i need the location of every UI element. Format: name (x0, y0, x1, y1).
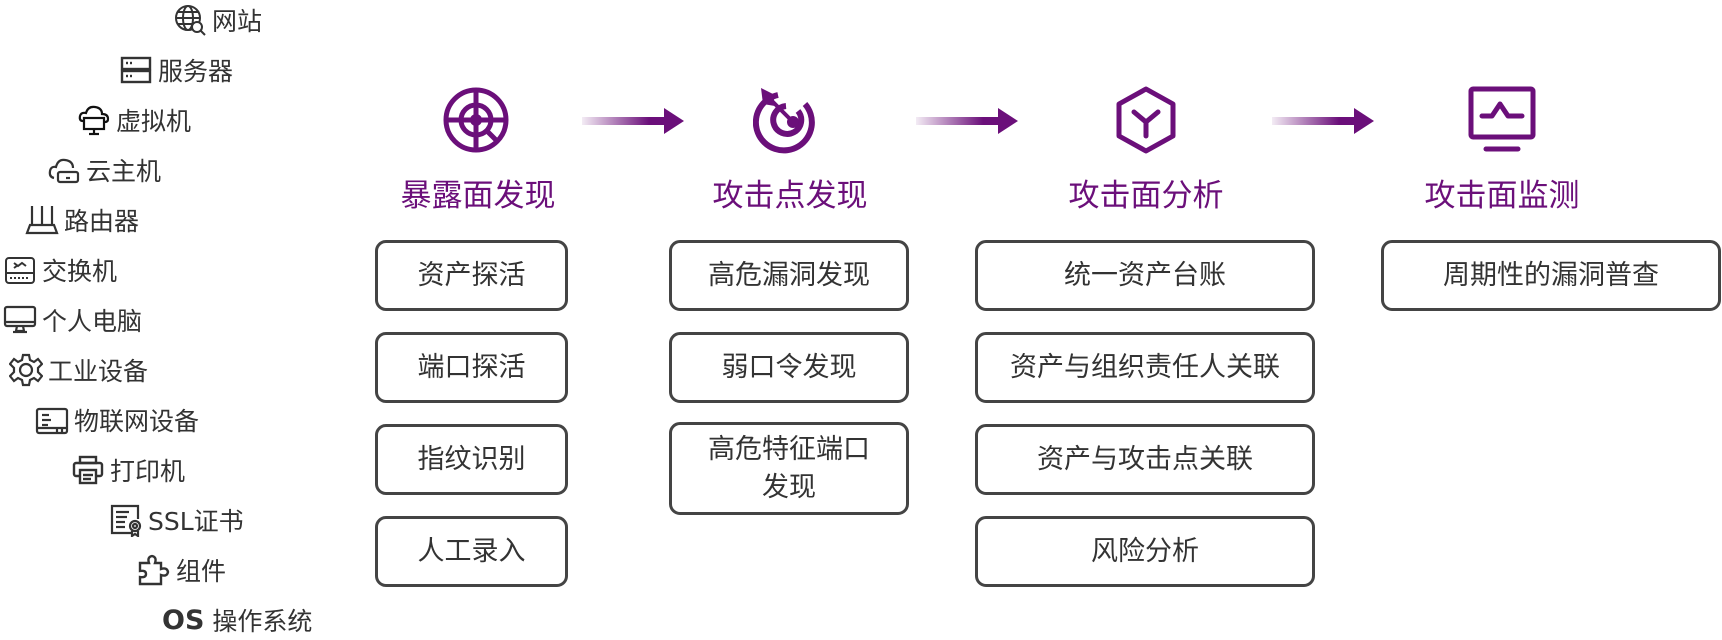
asset-item-printer: 打印机 (70, 450, 185, 490)
switch-icon (2, 252, 38, 288)
asset-item-pc: 个人电脑 (2, 300, 142, 340)
asset-label: 路由器 (64, 207, 140, 236)
asset-label: 网站 (212, 7, 263, 36)
server-icon (118, 52, 154, 88)
asset-item-industrial: 工业设备 (8, 350, 148, 390)
monitor-icon (2, 302, 38, 338)
feature-box: 资产与攻击点关联 (975, 424, 1315, 495)
feature-box: 统一资产台账 (975, 240, 1315, 311)
cloud-host-icon (46, 152, 82, 188)
globe-search-icon (172, 2, 208, 38)
stage-title-analysis: 攻击面分析 (1068, 178, 1224, 214)
router-icon (24, 202, 60, 238)
stage-title-monitoring: 攻击面监测 (1424, 178, 1580, 214)
asset-item-switch: 交换机 (2, 250, 117, 290)
printer-icon (70, 452, 106, 488)
certificate-icon (108, 502, 144, 538)
asset-label: 虚拟机 (116, 107, 192, 136)
asset-label: 个人电脑 (42, 307, 143, 336)
asset-label: 打印机 (110, 457, 186, 486)
hexagon-y-icon (1116, 86, 1176, 154)
flow-arrow (916, 108, 1018, 134)
monitor-pulse-icon (1468, 86, 1536, 152)
feature-box: 风险分析 (975, 516, 1315, 587)
feature-box: 高危漏洞发现 (669, 240, 909, 311)
feature-box: 端口探活 (375, 332, 568, 403)
flow-arrow (1272, 108, 1374, 134)
iot-device-icon (34, 402, 70, 438)
feature-box: 资产探活 (375, 240, 568, 311)
asset-item-iot: 物联网设备 (34, 400, 199, 440)
asset-item-router: 路由器 (24, 200, 139, 240)
asset-label: 组件 (176, 557, 227, 586)
feature-box: 高危特征端口 发现 (669, 422, 909, 515)
asset-label: 服务器 (158, 57, 234, 86)
asset-item-component: 组件 (136, 550, 226, 590)
asset-label: 操作系统 (212, 607, 313, 636)
feature-box: 人工录入 (375, 516, 568, 587)
stage-title-attack-point: 攻击点发现 (712, 178, 868, 214)
os-text-icon: OS (162, 604, 205, 636)
radar-target-icon (443, 87, 509, 153)
asset-item-website: 网站 (172, 0, 262, 40)
feature-box: 弱口令发现 (669, 332, 909, 403)
asset-item-server: 服务器 (118, 50, 233, 90)
gear-icon (8, 352, 44, 388)
stage-title-exposure: 暴露面发现 (400, 178, 556, 214)
asset-item-ssl: SSL证书 (108, 500, 244, 540)
flow-arrow (582, 108, 684, 134)
asset-item-vm: 虚拟机 (76, 100, 191, 140)
puzzle-icon (136, 552, 172, 588)
asset-item-os: OS 操作系统 (162, 600, 312, 640)
feature-box: 周期性的漏洞普查 (1381, 240, 1721, 311)
asset-label: 云主机 (86, 157, 162, 186)
asset-label: SSL证书 (148, 507, 244, 536)
cloud-monitor-icon (76, 102, 112, 138)
asset-label: 工业设备 (48, 357, 149, 386)
feature-box: 资产与组织责任人关联 (975, 332, 1315, 403)
asset-label: 物联网设备 (74, 407, 200, 436)
asset-item-cloud-host: 云主机 (46, 150, 161, 190)
bullseye-arrow-icon (753, 88, 815, 154)
feature-box: 指纹识别 (375, 424, 568, 495)
asset-label: 交换机 (42, 257, 118, 286)
